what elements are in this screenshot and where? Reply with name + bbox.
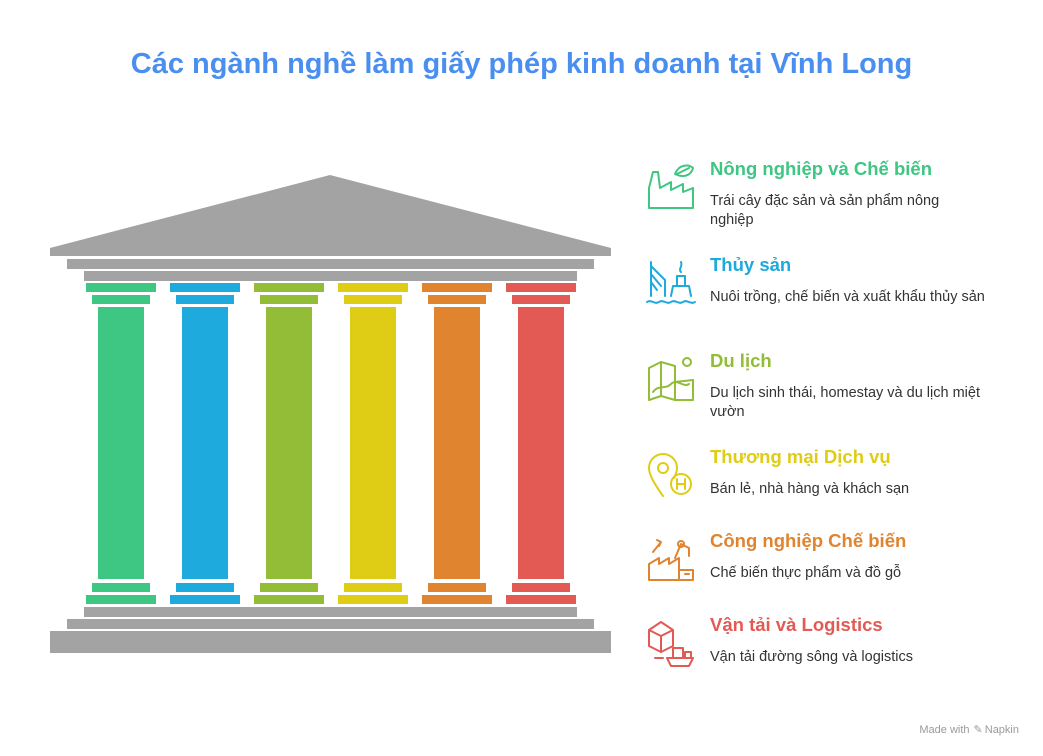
item-heading: Công nghiệp Chế biến: [710, 530, 907, 551]
pillar-shaft-2: [182, 307, 228, 579]
temple-illustration: [50, 175, 611, 653]
item-heading: Vận tải và Logistics: [710, 614, 883, 635]
item-description: Chế biến thực phẩm và đồ gỗ: [710, 565, 902, 581]
pillar-base-bottom-5: [422, 595, 492, 604]
location-hotel-icon: [648, 453, 692, 497]
cargo-ship-icon: [648, 621, 694, 667]
factory-robot-arm-icon: [648, 539, 694, 581]
pillar-base-top-5: [428, 583, 486, 592]
pillar-capital-top-6: [506, 283, 576, 292]
pillar-capital-top-5: [422, 283, 492, 292]
temple-entablature-bottom: [84, 271, 577, 281]
factory-leaf-icon: [648, 164, 694, 209]
item-heading: Thương mại Dịch vụ: [710, 446, 891, 467]
napkin-logo-icon: ✎: [973, 724, 983, 736]
temple-base-middle: [67, 619, 594, 629]
temple-base-bottom: [50, 631, 611, 653]
pillar-capital-bottom-1: [92, 295, 150, 304]
temple-entablature-top: [67, 259, 594, 269]
pillar-base-bottom-1: [86, 595, 156, 604]
item-heading: Du lịch: [710, 350, 772, 371]
pillar-base-top-3: [260, 583, 318, 592]
map-route-icon: [648, 357, 694, 401]
item-heading: Nông nghiệp và Chế biến: [710, 158, 933, 179]
pillar-capital-bottom-5: [428, 295, 486, 304]
footer-made-with: Made with: [919, 724, 970, 736]
pillar-base-bottom-6: [506, 595, 576, 604]
offshore-platform-icon: [646, 261, 696, 304]
pillar-capital-bottom-4: [344, 295, 402, 304]
item-description: Nuôi trồng, chế biến và xuất khẩu thủy s…: [710, 289, 985, 305]
pillar-shaft-4: [350, 307, 396, 579]
temple-base-top: [84, 607, 577, 617]
pillars-group: [86, 283, 576, 604]
item-heading: Thủy sản: [710, 254, 792, 275]
pillar-base-top-6: [512, 583, 570, 592]
pillar-base-top-4: [344, 583, 402, 592]
item-description: Trái cây đặc sản và sản phẩm nông nghiệp: [710, 193, 940, 228]
temple-roof: [50, 175, 611, 256]
pillar-capital-top-2: [170, 283, 240, 292]
footer-credit: Made with✎Napkin: [919, 723, 1019, 736]
pillar-base-bottom-2: [170, 595, 240, 604]
pillar-capital-top-3: [254, 283, 324, 292]
item-description: Du lịch sinh thái, homestay và du lịch m…: [710, 385, 980, 420]
pillar-capital-top-1: [86, 283, 156, 292]
pillar-base-bottom-4: [338, 595, 408, 604]
pillar-capital-bottom-6: [512, 295, 570, 304]
footer-brand: Napkin: [984, 724, 1019, 736]
pillar-shaft-3: [266, 307, 312, 579]
item-description: Bán lẻ, nhà hàng và khách sạn: [710, 481, 910, 497]
pillar-capital-bottom-3: [260, 295, 318, 304]
pillar-capital-bottom-2: [176, 295, 234, 304]
pillar-capital-top-4: [338, 283, 408, 292]
pillar-shaft-1: [98, 307, 144, 579]
page-title: Các ngành nghề làm giấy phép kinh doanh …: [130, 48, 913, 80]
pillar-base-top-1: [92, 583, 150, 592]
pillar-shaft-5: [434, 307, 480, 579]
pillar-base-bottom-3: [254, 595, 324, 604]
pillar-base-top-2: [176, 583, 234, 592]
item-description: Vận tải đường sông và logistics: [710, 649, 913, 665]
pillar-shaft-6: [518, 307, 564, 579]
